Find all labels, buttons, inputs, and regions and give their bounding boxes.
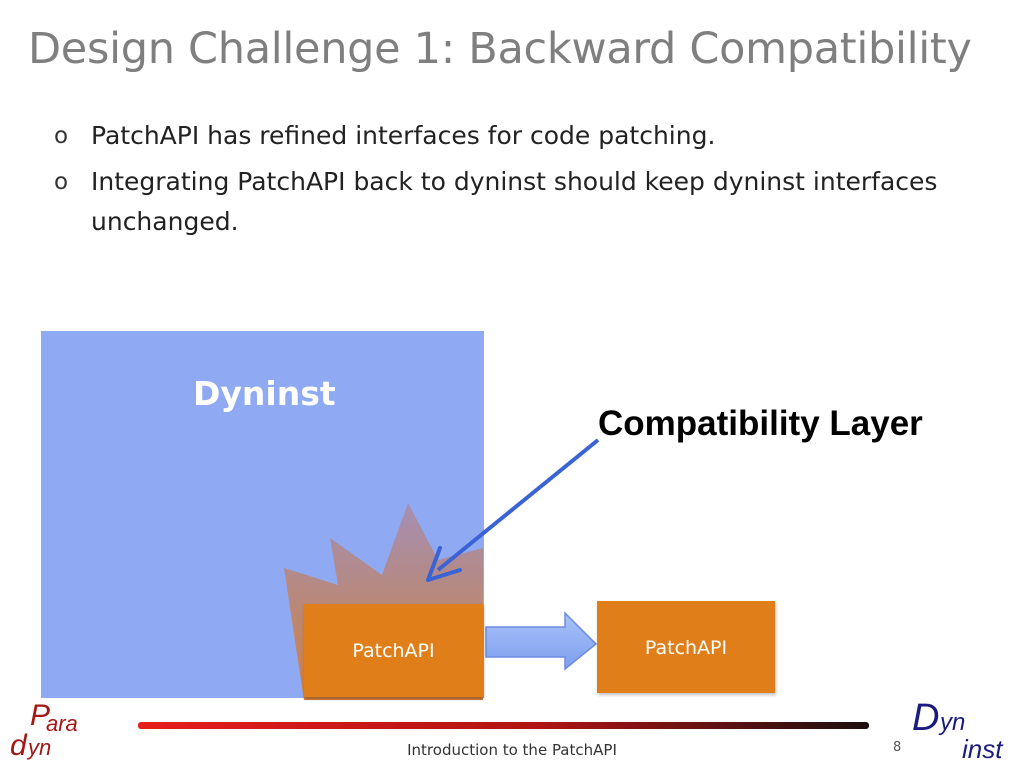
- page-number: 8: [893, 740, 902, 755]
- dyninst-label: Dyninst: [193, 374, 336, 413]
- move-arrow: [485, 611, 598, 671]
- patchapi-box-right: PatchAPI: [597, 601, 775, 693]
- bullet-text: Integrating PatchAPI back to dyninst sho…: [91, 167, 938, 236]
- patchapi-box-left: PatchAPI: [304, 604, 483, 697]
- bullet-list: o PatchAPI has refined interfaces for co…: [54, 116, 954, 242]
- patchapi-label-left: PatchAPI: [352, 639, 435, 662]
- footer-rule: [138, 722, 869, 729]
- compat-layer-label: Compatibility Layer: [598, 404, 923, 443]
- svg-text:D: D: [912, 697, 939, 739]
- bullet-marker: o: [54, 123, 69, 149]
- patchapi-label-right: PatchAPI: [644, 637, 728, 659]
- bullet-item: o PatchAPI has refined interfaces for co…: [54, 116, 954, 156]
- svg-text:yn: yn: [26, 735, 51, 760]
- paradyn-logo: P ara d yn: [10, 699, 78, 761]
- svg-text:inst: inst: [962, 734, 1004, 764]
- bullet-marker: o: [54, 169, 69, 195]
- svg-text:ara: ara: [46, 711, 78, 736]
- compat-pointer-line: [436, 438, 600, 572]
- svg-text:P: P: [30, 699, 50, 732]
- slide-title: Design Challenge 1: Backward Compatibili…: [28, 24, 972, 74]
- footer-title: Introduction to the PatchAPI: [407, 741, 617, 759]
- dyninst-logo: D yn inst: [912, 697, 1004, 764]
- bullet-text: PatchAPI has refined interfaces for code…: [91, 121, 716, 150]
- svg-text:d: d: [10, 729, 28, 761]
- svg-text:yn: yn: [938, 709, 965, 736]
- bullet-item: o Integrating PatchAPI back to dyninst s…: [54, 162, 954, 242]
- compat-pointer-head: [426, 546, 462, 582]
